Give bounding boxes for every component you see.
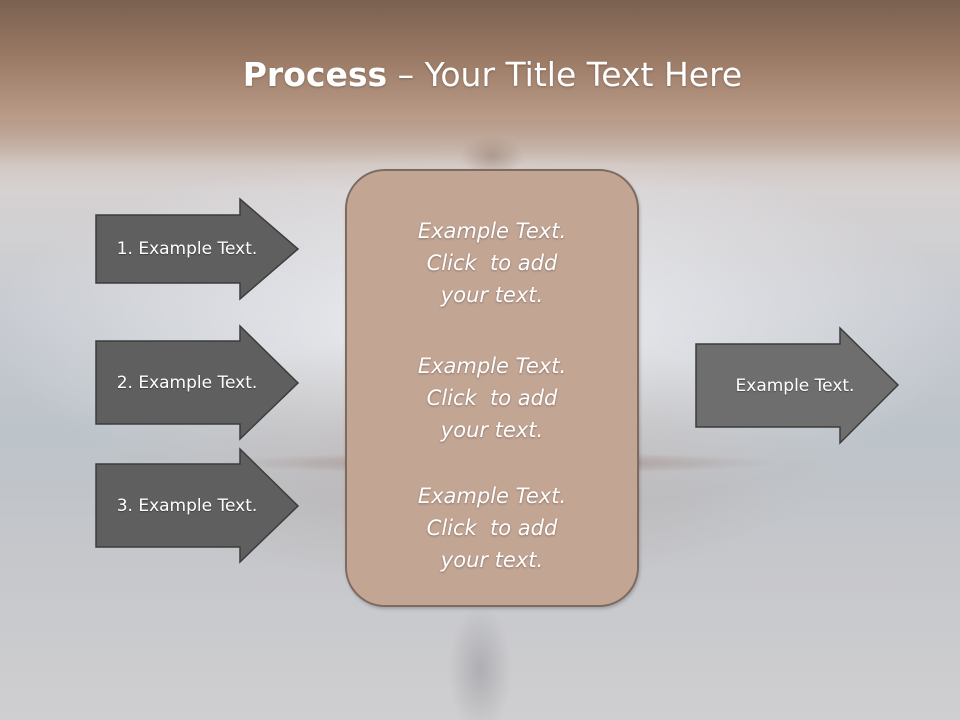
process-text-line: your text. (440, 418, 544, 442)
input-arrow-label: 2. Example Text. (116, 372, 258, 393)
process-text-line: Example Text. (417, 484, 567, 508)
process-text-line: your text. (440, 283, 544, 307)
process-text-line: Example Text. (417, 354, 567, 378)
process-text-line: Click to add (426, 386, 558, 410)
process-text-block-1[interactable]: Example Text. Click to add your text. (347, 215, 637, 311)
process-text-block-2[interactable]: Example Text. Click to add your text. (347, 350, 637, 446)
input-arrow-1[interactable]: 1. Example Text. (95, 197, 300, 301)
title-rest: – Your Title Text Here (387, 55, 743, 94)
slide-title: Process – Your Title Text Here (0, 52, 960, 98)
process-text-block-3[interactable]: Example Text. Click to add your text. (347, 480, 637, 576)
arrow-shape-icon (695, 326, 900, 445)
input-arrow-label: 1. Example Text. (116, 239, 258, 259)
input-arrow-2[interactable]: 2. Example Text. (95, 324, 300, 441)
input-arrow-3[interactable]: 3. Example Text. (95, 447, 300, 564)
process-text-line: Example Text. (417, 219, 567, 243)
process-text-line: Click to add (426, 251, 558, 275)
silhouette-reflection (420, 600, 540, 720)
output-arrow-label: Example Text. (735, 375, 855, 396)
arrow-shape-icon (95, 197, 300, 301)
input-arrow-label: 3. Example Text. (116, 495, 258, 516)
arrow-shape-icon (95, 324, 300, 441)
title-bold: Process (242, 55, 388, 94)
output-arrow[interactable]: Example Text. (695, 326, 900, 445)
process-text-line: your text. (440, 548, 544, 572)
process-box[interactable]: Example Text. Click to add your text. Ex… (345, 169, 639, 607)
process-text-line: Click to add (426, 516, 558, 540)
arrow-shape-icon (95, 447, 300, 564)
